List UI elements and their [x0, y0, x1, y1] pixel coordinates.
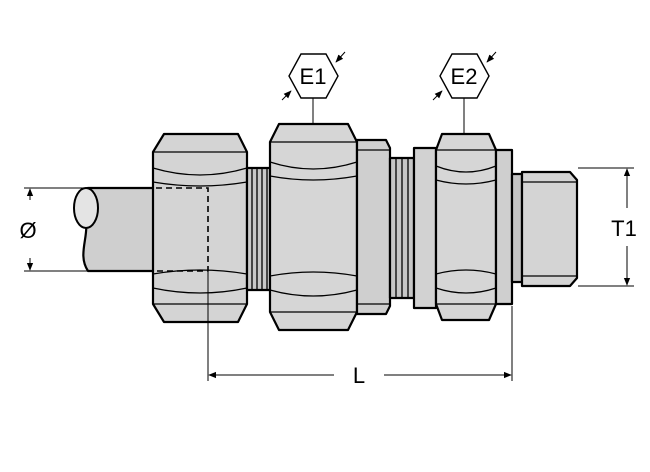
threaded-neck: [245, 166, 273, 292]
length-dimension: L: [207, 272, 513, 388]
diameter-label: Ø: [19, 218, 36, 243]
hex2-label: E2: [451, 64, 478, 89]
male-thread-end: [520, 170, 579, 288]
hex-nut-e2: [434, 132, 498, 322]
hex-symbol-e1: E1: [281, 51, 346, 124]
length-label: L: [353, 363, 365, 388]
tube: [73, 186, 158, 273]
hex-body-e1: [268, 122, 359, 332]
flange-ring: [412, 146, 438, 310]
end-collar: [494, 148, 524, 306]
hex-symbol-e2: E2: [432, 51, 497, 134]
collar: [355, 138, 392, 316]
thread-dimension: T1: [578, 167, 637, 287]
thread-label: T1: [611, 216, 637, 241]
hex1-label: E1: [300, 64, 327, 89]
union-nut: [151, 132, 249, 324]
diameter-dimension: Ø: [19, 187, 88, 272]
center-neck: [388, 156, 416, 300]
